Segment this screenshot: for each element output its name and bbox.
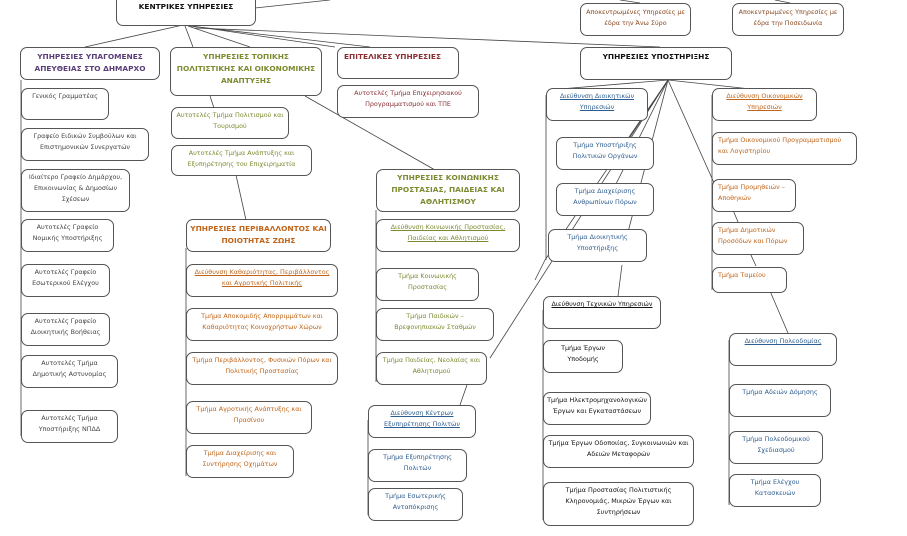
mayor-item[interactable]: Αυτοτελές Γραφείο Νομικής Υποστήριξης: [21, 219, 114, 252]
connector: [304, 95, 436, 171]
finance-item[interactable]: Τμήμα Δημοτικών Προσόδων και Πόρων: [712, 222, 804, 255]
citizens-item[interactable]: Τμήμα Εξυπηρέτησης Πολιτών: [368, 449, 467, 482]
admin-item[interactable]: Τμήμα Υποστήριξης Πολιτικών Οργάνων: [556, 137, 654, 170]
connector: [534, 259, 546, 281]
urban-item[interactable]: Τμήμα Αδειών Δόμησης: [729, 384, 831, 417]
technical-directorate[interactable]: Διεύθυνση Τεχνικών Υπηρεσιών: [543, 296, 661, 329]
technical-item[interactable]: Τμήμα Προστασίας Πολιτιστικής Κληρονομιά…: [543, 482, 694, 526]
mayor-item[interactable]: Ιδιαίτερο Γραφείο Δημάρχου, Επικοινωνίας…: [21, 169, 130, 212]
social-directorate[interactable]: Διεύθυνση Κοινωνικής Προστασίας, Παιδεία…: [376, 219, 520, 252]
technical-item[interactable]: Τμήμα Έργων Οδοποιίας, Συγκοινωνιών και …: [543, 435, 694, 468]
finance-directorate[interactable]: Διεύθυνση Οικονομικών Υπηρεσιών: [712, 88, 817, 121]
citizens-item[interactable]: Τμήμα Εσωτερικής Ανταπόκρισης: [368, 488, 463, 521]
mayor-item[interactable]: Γραφείο Ειδικών Συμβούλων και Επιστημονι…: [21, 128, 149, 161]
mayor-item[interactable]: Αυτοτελές Τμήμα Δημοτικής Αστυνομίας: [21, 355, 118, 388]
connector: [617, 264, 623, 297]
connector: [459, 381, 469, 406]
decentralized-poseidonia[interactable]: Αποκεντρωμένες Υπηρεσίες με έδρα την Ποσ…: [732, 3, 844, 36]
connector: [489, 79, 669, 359]
finance-item[interactable]: Τμήμα Οικονομικού Προγραμματισμού και Λο…: [712, 132, 857, 165]
connector: [189, 25, 371, 48]
connector: [749, 252, 757, 267]
admin-item[interactable]: Τμήμα Διαχείρισης Ανθρωπίνων Πόρων: [556, 183, 654, 216]
decentralized-ano-syros[interactable]: Αποκεντρωμένες Υπηρεσίες με έδρα την Άνω…: [580, 3, 691, 36]
technical-item[interactable]: Τμήμα Έργων Υποδομής: [543, 340, 623, 373]
environment-item[interactable]: Τμήμα Αποκομιδής Απορριμμάτων και Καθαρι…: [186, 308, 338, 341]
urban-directorate[interactable]: Διεύθυνση Πολεοδομίας: [729, 333, 837, 366]
admin-directorate[interactable]: Διεύθυνση Διοικητικών Υπηρεσιών: [546, 88, 648, 121]
finance-item[interactable]: Τμήμα Προμηθειών – Αποθηκών: [712, 179, 796, 212]
environment-directorate[interactable]: Διεύθυνση Καθαριότητας, Περιβάλλοντος κα…: [186, 264, 338, 297]
social-item[interactable]: Τμήμα Παιδείας, Νεολαίας και Αθλητισμού: [376, 352, 487, 385]
root-node[interactable]: ΚΕΝΤΡΙΚΕΣ ΥΠΗΡΕΣΙΕΣ: [116, 0, 256, 26]
mayor-header[interactable]: ΥΠΗΡΕΣΙΕΣ ΥΠΑΓΟΜΕΝΕΣ ΑΠΕΥΘΕΙΑΣ ΣΤΟ ΔΗΜΑΡ…: [20, 47, 160, 80]
mayor-item[interactable]: Αυτοτελές Τμήμα Υποστήριξης ΝΠΔΔ: [21, 410, 118, 443]
mayor-item[interactable]: Γενικός Γραμματέας: [21, 88, 109, 120]
connector: [774, 0, 791, 4]
urban-item[interactable]: Τμήμα Πολεοδομικού Σχεδιασμού: [729, 431, 823, 464]
connector: [611, 79, 669, 193]
admin-item[interactable]: Τμήμα Διοικητικής Υποστήριξης: [548, 229, 647, 262]
social-item[interactable]: Τμήμα Παιδικών – Βρεφονηπιακών Σταθμών: [376, 308, 494, 341]
connector: [769, 290, 789, 334]
connector: [667, 79, 716, 186]
connector: [191, 25, 336, 48]
environment-item[interactable]: Τμήμα Διαχείρισης και Συντήρησης Οχημάτω…: [186, 445, 294, 478]
connector: [732, 209, 739, 223]
environment-item[interactable]: Τμήμα Αγροτικής Ανάπτυξης και Πρασίνου: [186, 401, 312, 434]
mayor-item[interactable]: Αυτοτελές Γραφείο Εσωτερικού Ελέγχου: [21, 264, 110, 297]
environment-item[interactable]: Τμήμα Περιβάλλοντος, Φυσικών Πόρων και Π…: [186, 352, 338, 385]
support-header[interactable]: ΥΠΗΡΕΣΙΕΣ ΥΠΟΣΤΗΡΙΞΗΣ: [580, 47, 732, 80]
staff-item[interactable]: Αυτοτελές Τμήμα Επιχειρησιακού Προγραμμα…: [337, 85, 479, 118]
social-header[interactable]: ΥΠΗΡΕΣΙΕΣ ΚΟΙΝΩΝΙΚΗΣ ΠΡΟΣΤΑΣΙΑΣ, ΠΑΙΔΕΙΑ…: [376, 169, 520, 212]
social-item[interactable]: Τμήμα Κοινωνικής Προστασίας: [376, 268, 479, 301]
environment-header[interactable]: ΥΠΗΡΕΣΙΕΣ ΠΕΡΙΒΑΛΛΟΝΤΟΣ ΚΑΙ ΠΟΙΟΤΗΤΑΣ ΖΩ…: [186, 219, 331, 252]
connector: [209, 95, 215, 109]
urban-item[interactable]: Τμήμα Ελέγχου Κατασκευών: [729, 474, 821, 507]
connector: [184, 25, 194, 48]
citizens-directorate[interactable]: Διεύθυνση Κέντρων Εξυπηρέτησης Πολιτών: [368, 405, 476, 438]
finance-item[interactable]: Τμήμα Ταμείου: [712, 267, 787, 293]
staff-header[interactable]: ΕΠΙΤΕΛΙΚΕΣ ΥΠΗΡΕΣΙΕΣ: [337, 47, 459, 79]
connector: [254, 0, 331, 9]
mayor-item[interactable]: Αυτοτελές Γραφείο Διοικητικής Βοήθειας: [21, 313, 110, 346]
culture-item[interactable]: Αυτοτελές Τμήμα Πολιτισμού και Τουρισμού: [171, 107, 289, 139]
connector: [619, 0, 641, 4]
technical-item[interactable]: Τμήμα Ηλεκτρομηχανολογικών Έργων και Εγκ…: [543, 392, 651, 425]
culture-item[interactable]: Αυτοτελές Τμήμα Ανάπτυξης και Εξυπηρέτησ…: [171, 145, 312, 176]
connector: [194, 27, 661, 48]
connector: [84, 24, 184, 48]
culture-header[interactable]: ΥΠΗΡΕΣΙΕΣ ΤΟΠΙΚΗΣ ΠΟΛΙΤΙΣΤΙΚΗΣ ΚΑΙ ΟΙΚΟΝ…: [170, 47, 322, 96]
connector: [187, 25, 251, 48]
connector: [235, 174, 247, 221]
